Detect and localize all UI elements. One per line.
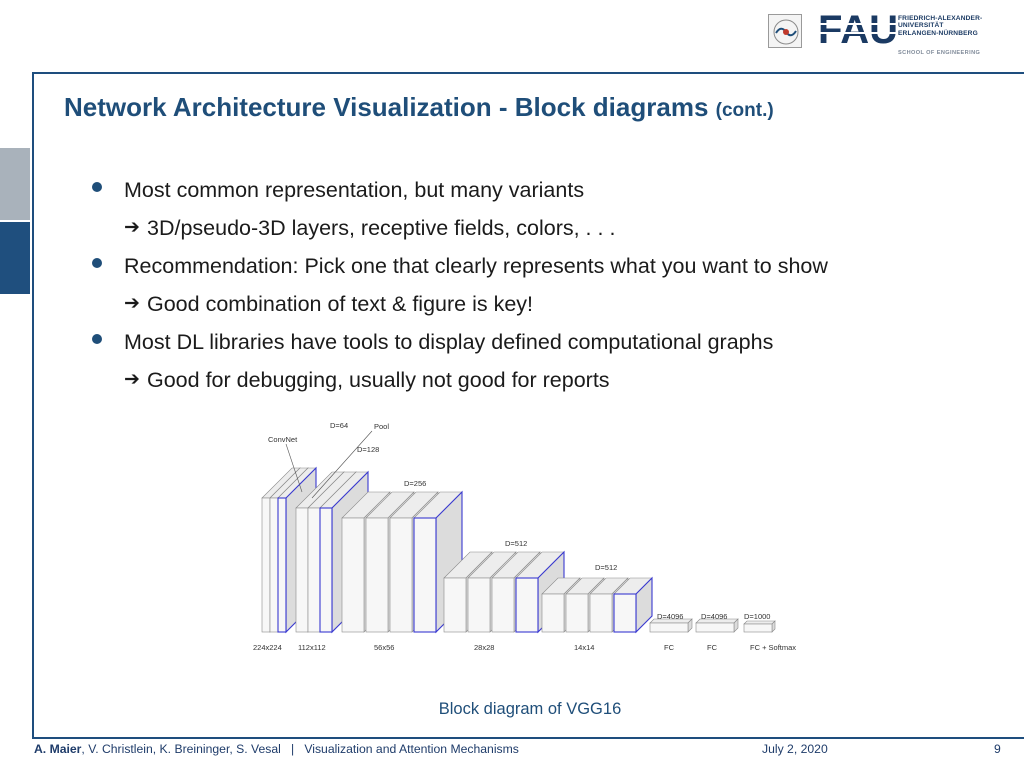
label-pool: Pool bbox=[374, 422, 389, 431]
sub-bullet-text: Good combination of text & figure is key… bbox=[147, 292, 534, 316]
label-d4096-a: D=4096 bbox=[657, 612, 683, 621]
size-label: 28x28 bbox=[474, 643, 494, 652]
label-d512-b: D=512 bbox=[595, 563, 617, 572]
label-d4096-b: D=4096 bbox=[701, 612, 727, 621]
frame-bottom-line bbox=[32, 737, 1024, 739]
bullet-text: Recommendation: Pick one that clearly re… bbox=[124, 254, 828, 278]
sub-bullet-item: ➔ 3D/pseudo-3D layers, receptive fields,… bbox=[92, 209, 1002, 247]
label-convnet: ConvNet bbox=[268, 435, 298, 444]
sub-bullet-text: 3D/pseudo-3D layers, receptive fields, c… bbox=[147, 216, 616, 240]
arrow-right-icon: ➔ bbox=[124, 217, 140, 238]
size-label: 112x112 bbox=[298, 643, 326, 652]
university-name: FRIEDRICH-ALEXANDER- UNIVERSITÄT ERLANGE… bbox=[898, 15, 982, 37]
school-name: SCHOOL OF ENGINEERING bbox=[898, 50, 981, 56]
slide-title-main: Network Architecture Visualization - Blo… bbox=[64, 92, 709, 122]
bullet-list: Most common representation, but many var… bbox=[92, 171, 1002, 399]
university-seal-icon bbox=[768, 14, 802, 48]
sub-bullet-item: ➔ Good combination of text & figure is k… bbox=[92, 285, 1002, 323]
pool-layer-block bbox=[613, 576, 653, 634]
footer-main-author: A. Maier bbox=[34, 742, 82, 756]
arrow-right-icon: ➔ bbox=[124, 369, 140, 390]
side-marker-dark bbox=[0, 222, 30, 294]
sub-bullet-text: Good for debugging, usually not good for… bbox=[147, 368, 610, 392]
size-label: 224x224 bbox=[253, 643, 282, 652]
footer-date: July 2, 2020 bbox=[762, 742, 828, 756]
diagram-labels: ConvNet Pool D=64 D=128 D=256 D=512 D=51… bbox=[268, 421, 770, 621]
footer-coauthors: , V. Christlein, K. Breininger, S. Vesal bbox=[81, 742, 281, 756]
slide-title: Network Architecture Visualization - Blo… bbox=[64, 92, 774, 123]
slide-title-suffix: (cont.) bbox=[715, 100, 774, 121]
footer-page-number: 9 bbox=[994, 742, 1001, 756]
footer-separator: | bbox=[290, 742, 295, 756]
bullet-dot-icon bbox=[92, 182, 102, 192]
layer-block bbox=[695, 618, 739, 633]
size-labels: 224x224 112x112 56x56 28x28 14x14 FC FC … bbox=[253, 643, 796, 652]
bullet-item: Recommendation: Pick one that clearly re… bbox=[92, 247, 1002, 285]
footer-authors: A. Maier, V. Christlein, K. Breininger, … bbox=[34, 742, 519, 756]
label-d64: D=64 bbox=[330, 421, 348, 430]
arrow-right-icon: ➔ bbox=[124, 293, 140, 314]
bullet-dot-icon bbox=[92, 334, 102, 344]
label-d128: D=128 bbox=[357, 445, 379, 454]
frame-left-line bbox=[32, 72, 34, 738]
size-label: FC bbox=[664, 643, 675, 652]
vgg16-block-diagram: ConvNet Pool D=64 D=128 D=256 D=512 D=51… bbox=[253, 421, 796, 652]
bullet-dot-icon bbox=[92, 258, 102, 268]
university-line: UNIVERSITÄT bbox=[898, 22, 944, 30]
layer-block bbox=[649, 618, 693, 633]
bullet-item: Most DL libraries have tools to display … bbox=[92, 323, 1002, 361]
bullet-item: Most common representation, but many var… bbox=[92, 171, 1002, 209]
sub-bullet-item: ➔ Good for debugging, usually not good f… bbox=[92, 361, 1002, 399]
bullet-text: Most common representation, but many var… bbox=[124, 178, 585, 202]
side-marker-light bbox=[0, 148, 30, 220]
layer-block bbox=[743, 620, 776, 633]
size-label: 56x56 bbox=[374, 643, 394, 652]
university-line: ERLANGEN-NÜRNBERG bbox=[898, 29, 978, 37]
size-label: FC + Softmax bbox=[750, 643, 796, 652]
size-label: 14x14 bbox=[574, 643, 594, 652]
size-label: FC bbox=[707, 643, 718, 652]
fau-logo: FAU bbox=[818, 10, 898, 50]
layer-blocks bbox=[261, 466, 776, 634]
footer-course: Visualization and Attention Mechanisms bbox=[304, 742, 519, 756]
figure-caption: Block diagram of VGG16 bbox=[438, 700, 622, 718]
bullet-text: Most DL libraries have tools to display … bbox=[124, 330, 774, 354]
label-d1000: D=1000 bbox=[744, 612, 770, 621]
label-d256: D=256 bbox=[404, 479, 426, 488]
fau-logo-text: FAU bbox=[818, 10, 898, 50]
frame-top-line bbox=[32, 72, 1024, 74]
label-d512-a: D=512 bbox=[505, 539, 527, 548]
university-line: FRIEDRICH-ALEXANDER- bbox=[898, 15, 983, 22]
